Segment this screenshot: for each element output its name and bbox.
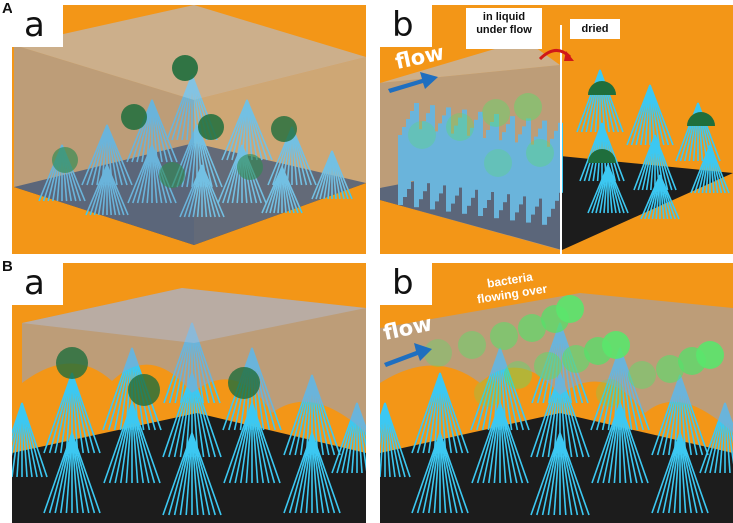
pillar-cone xyxy=(43,432,101,514)
bacterium xyxy=(696,341,724,369)
bacteria-in-liquid xyxy=(408,93,554,177)
bacterium xyxy=(556,295,584,323)
liquid-front xyxy=(22,288,366,433)
pillar-cone xyxy=(651,432,709,514)
bacterium xyxy=(656,355,684,383)
section-label-b: B xyxy=(2,258,13,275)
callout-dried: dried xyxy=(570,19,620,39)
panel-letter: b xyxy=(380,263,432,305)
pillar-cone xyxy=(576,69,624,133)
pillar-cone xyxy=(380,402,411,478)
bacterium xyxy=(237,154,263,180)
bacterium xyxy=(228,367,260,399)
pillar-cone xyxy=(162,432,222,516)
bacterium xyxy=(424,339,452,367)
liquid-front xyxy=(380,65,560,250)
pillar-cone xyxy=(626,84,674,146)
pillar-cone xyxy=(640,174,680,220)
pillar-cone xyxy=(411,432,469,514)
liquid-top xyxy=(22,288,366,343)
panel-b-b: b flow bacteria flowing over xyxy=(380,263,733,523)
panel-b-a-illustration xyxy=(12,288,366,523)
transfer-arrowhead xyxy=(564,51,574,61)
pillar-cone xyxy=(223,402,281,484)
bacterium xyxy=(56,347,88,379)
bacterium-dome xyxy=(687,112,715,126)
pillar-cone xyxy=(283,432,341,514)
flow-arrow xyxy=(388,72,438,93)
panel-a-a-illustration xyxy=(14,5,366,245)
panel-a-b-illustration xyxy=(380,25,733,254)
panel-letter: b xyxy=(380,5,432,47)
liquid-top xyxy=(14,5,366,100)
pillar-cone xyxy=(12,402,48,478)
bacterium xyxy=(121,104,147,130)
pillar-cone xyxy=(587,164,629,214)
pillar-cone xyxy=(43,372,101,454)
bacterium xyxy=(518,314,546,342)
bacterium-dome xyxy=(588,149,616,163)
bacterium xyxy=(198,114,224,140)
panel-letter: a xyxy=(12,5,63,47)
bacterium xyxy=(474,379,502,407)
bacterium xyxy=(159,162,185,188)
pillar-cone xyxy=(591,402,649,484)
substrate xyxy=(380,413,733,523)
bacterium xyxy=(526,139,554,167)
bacterium xyxy=(458,331,486,359)
bacterium xyxy=(504,361,532,389)
bacterium xyxy=(446,113,474,141)
section-label-a: A xyxy=(2,0,13,17)
pillar-cone xyxy=(103,402,161,484)
bacterium xyxy=(128,374,160,406)
pillar-cone xyxy=(471,402,529,484)
bacterium xyxy=(52,147,78,173)
bacterium xyxy=(490,322,518,350)
panel-letter: a xyxy=(12,263,63,305)
bacteria-dried xyxy=(588,81,715,163)
bacterium xyxy=(562,345,590,373)
bacterium xyxy=(482,99,510,127)
bacterium xyxy=(484,149,512,177)
bacterium xyxy=(514,93,542,121)
bacterium xyxy=(172,55,198,81)
bacteria-flowing xyxy=(424,295,724,407)
bacterium xyxy=(628,361,656,389)
bacterium-dome xyxy=(588,81,616,95)
bacteria-settled xyxy=(52,55,297,188)
panel-a-a: a xyxy=(12,5,366,254)
callout-liquid: in liquid under flow xyxy=(466,8,542,49)
bacterium xyxy=(596,379,624,407)
bacterium xyxy=(271,116,297,142)
bacterium xyxy=(534,352,562,380)
bacterium xyxy=(602,331,630,359)
bacterium xyxy=(408,121,436,149)
panel-b-a: a xyxy=(12,263,366,523)
pillar-cones xyxy=(576,69,730,220)
liquid-front-right xyxy=(194,57,366,245)
flow-arrow xyxy=(384,343,432,367)
pillar-cone xyxy=(530,432,590,516)
bacteria-settled xyxy=(56,347,260,406)
pillar-cone xyxy=(690,144,730,194)
liquid-front-left xyxy=(14,45,194,245)
liquid-top xyxy=(380,40,560,83)
panel-b-b-illustration xyxy=(380,293,733,523)
panel-a-b: b in liquid under flow dried flow xyxy=(380,5,733,254)
